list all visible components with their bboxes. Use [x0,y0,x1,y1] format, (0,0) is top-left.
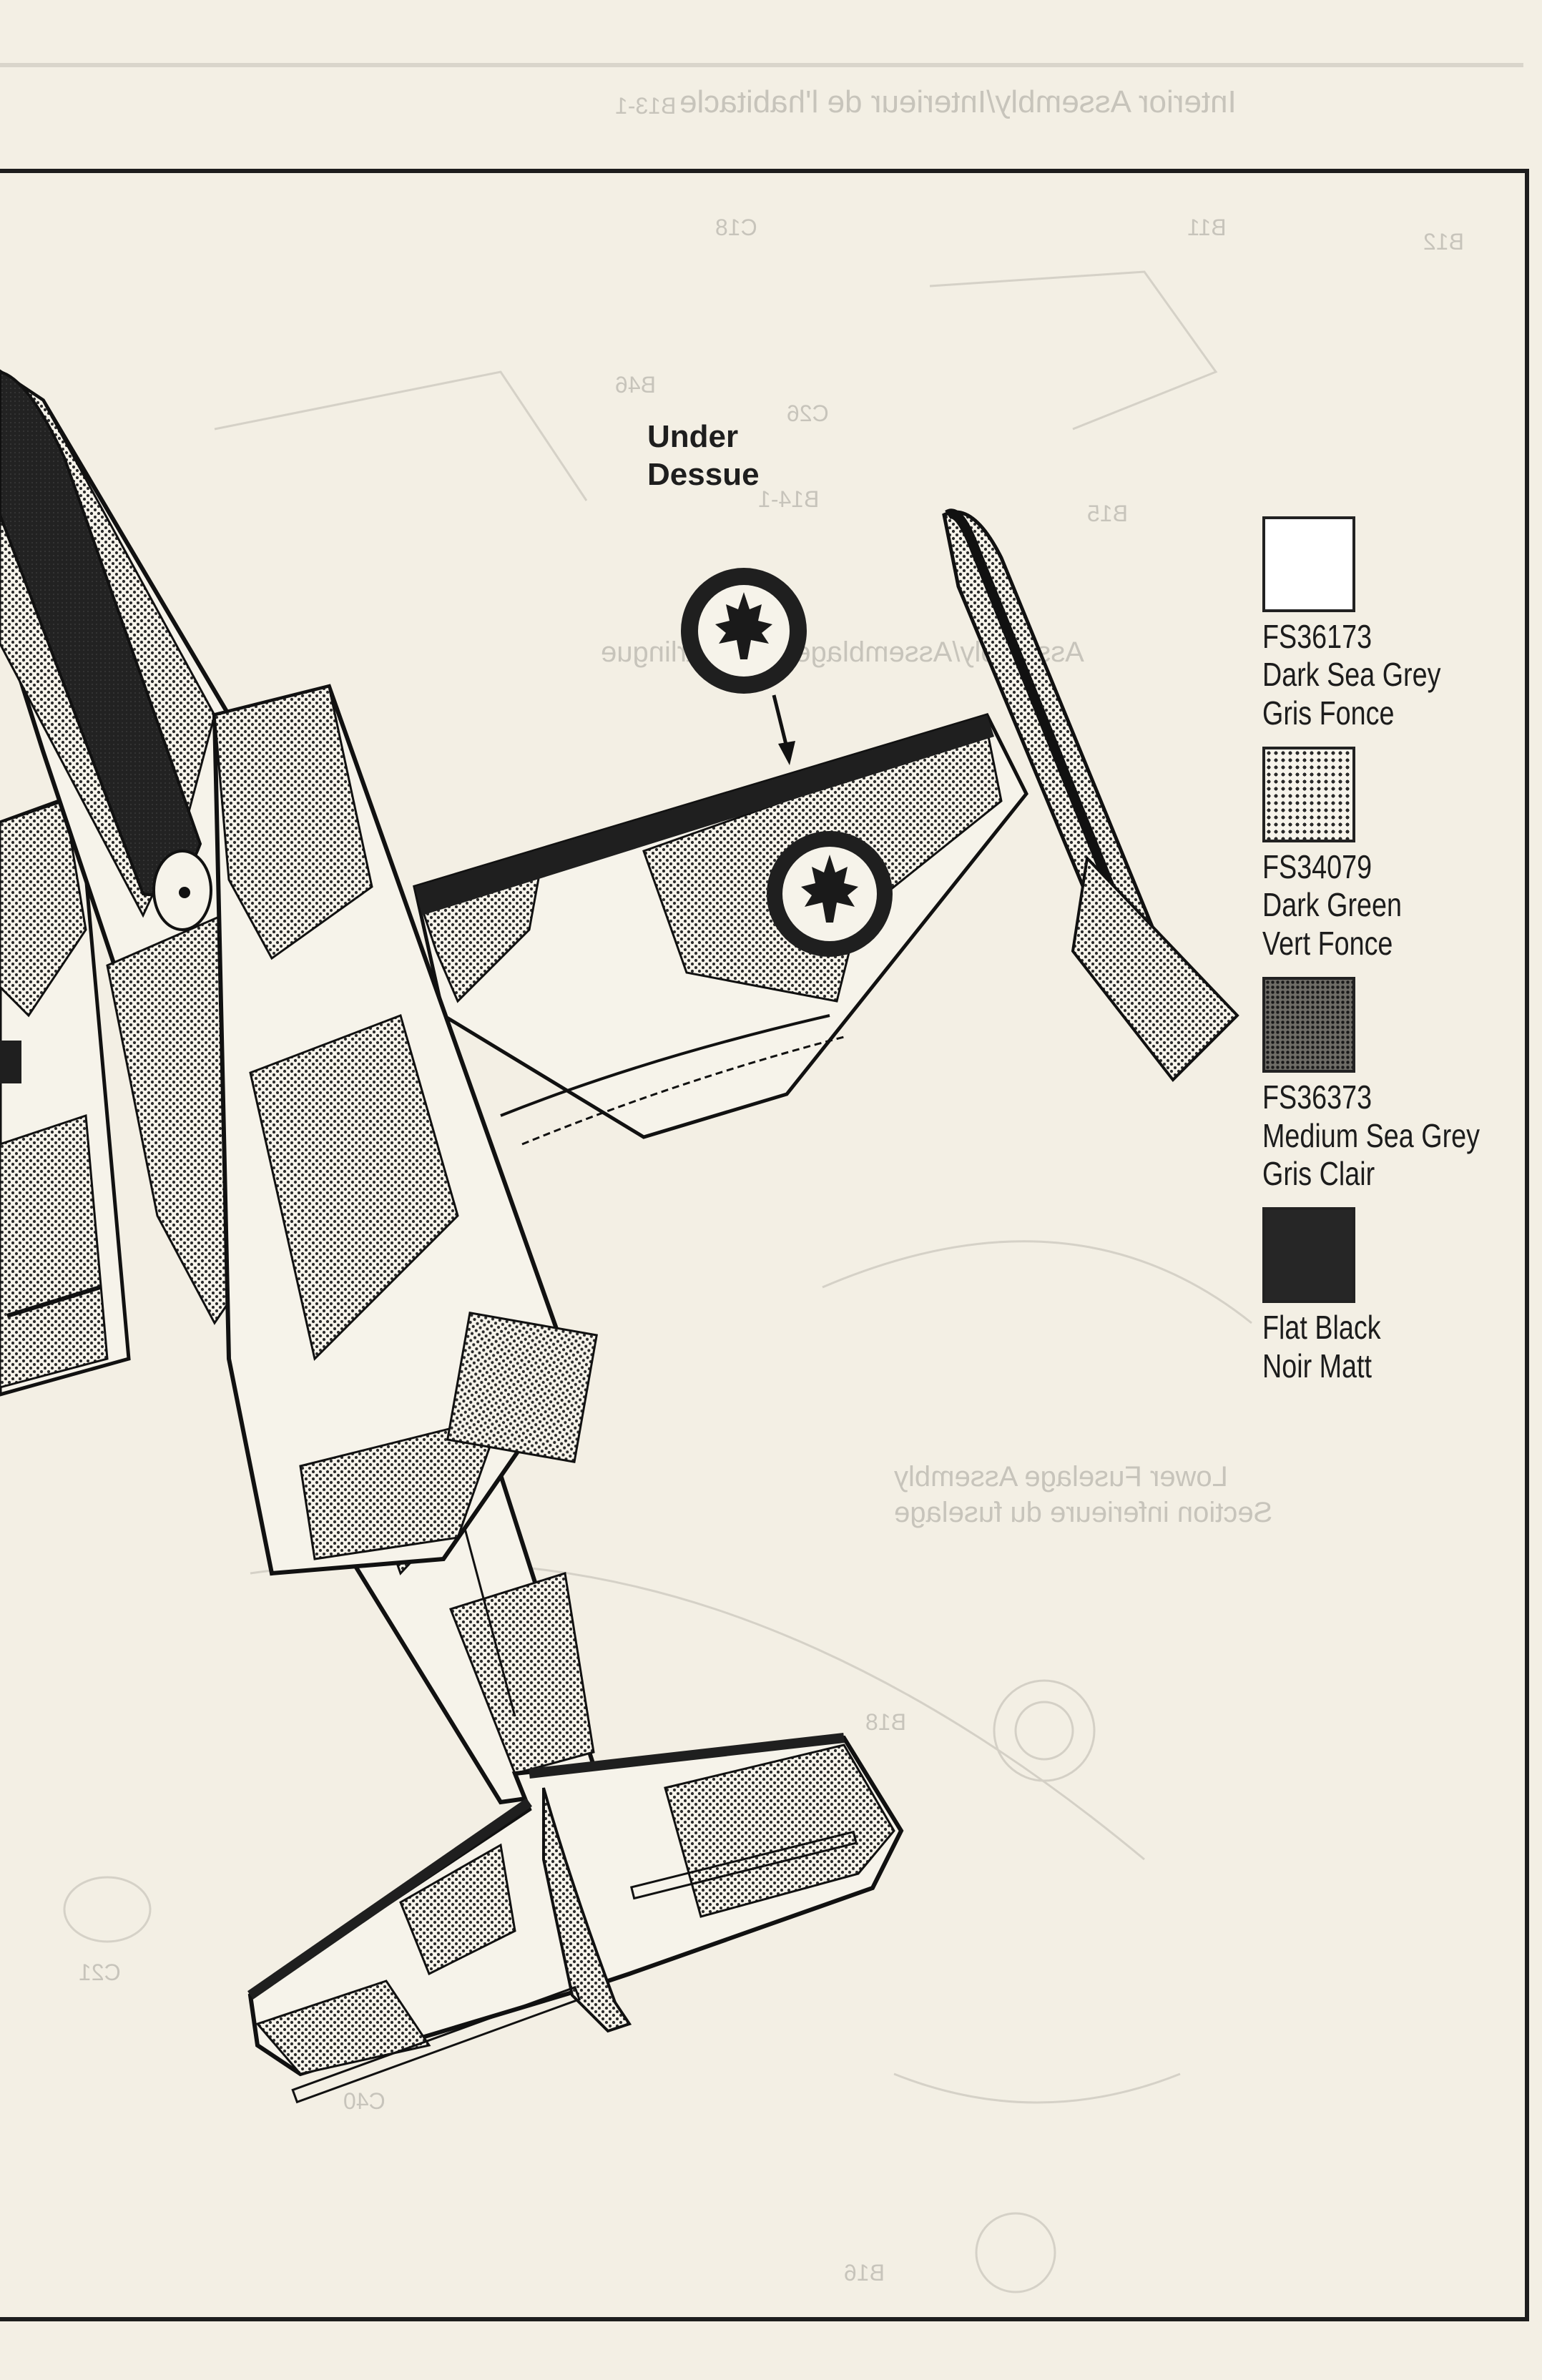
legend-name-en: Medium Sea Grey [1262,1116,1480,1154]
legend-name-en: Flat Black [1262,1309,1381,1347]
legend-name-fr: Noir Matt [1262,1347,1372,1385]
engine-nacelle [212,684,598,1576]
legend-code: FS36173 [1262,618,1372,655]
legend-name-fr: Gris Fonce [1262,694,1395,732]
legend-item-dark-green: FS34079 Dark Green Vert Fonce [1262,747,1534,963]
roundel-callout [681,568,807,765]
swatch-light-dot [1262,747,1355,843]
left-wing-partial [0,791,131,1397]
paint-color-legend: FS36173 Dark Sea Grey Gris Fonce FS34079… [1262,516,1534,1400]
swatch-dense-dot [1262,977,1355,1073]
legend-item-medium-sea-grey: FS36373 Medium Sea Grey Gris Clair [1262,977,1534,1193]
legend-item-dark-sea-grey: FS36173 Dark Sea Grey Gris Fonce [1262,516,1534,732]
instruction-frame [0,169,1529,2321]
bleed-header-rule [0,63,1523,67]
tail-assembly [247,1733,904,2104]
swatch-black [1262,1207,1355,1304]
under-label-en: Under [647,419,739,454]
legend-code: FS36373 [1262,1078,1372,1116]
legend-name-en: Dark Sea Grey [1262,656,1441,694]
legend-text: FS36373 Medium Sea Grey Gris Clair [1262,1078,1538,1193]
legend-item-flat-black: Flat Black Noir Matt [1262,1207,1534,1385]
legend-name-en: Dark Green [1262,886,1402,924]
legend-name-fr: Vert Fonce [1262,924,1393,962]
legend-text: Flat Black Noir Matt [1262,1309,1538,1385]
legend-name-fr: Gris Clair [1262,1154,1375,1192]
legend-text: FS34079 Dark Green Vert Fonce [1262,848,1538,963]
legend-code: FS34079 [1262,848,1372,886]
roundel-wing [767,831,893,957]
under-view-label: Under Dessue [647,418,760,494]
legend-text: FS36173 Dark Sea Grey Gris Fonce [1262,618,1538,732]
swatch-white [1262,516,1355,612]
right-wing [413,508,1239,1146]
under-label-fr: Dessue [647,456,760,492]
